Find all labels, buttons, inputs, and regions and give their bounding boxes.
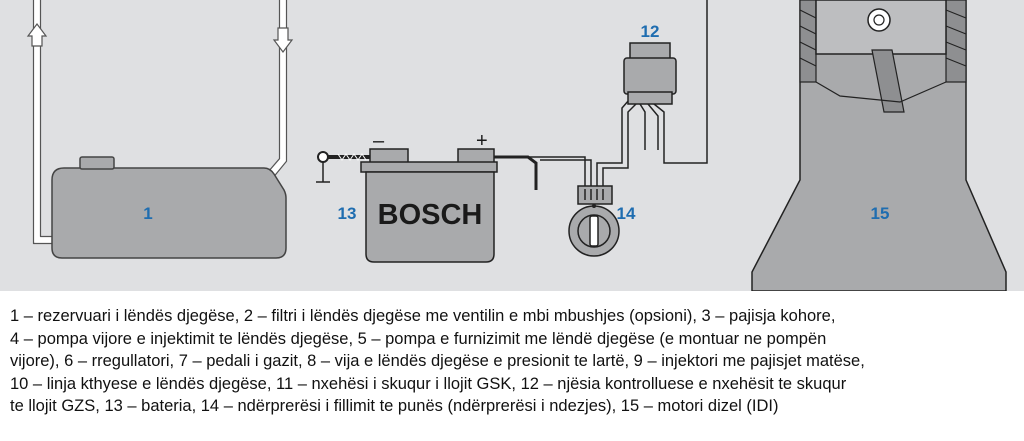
- battery: – + BOSCH 13: [316, 130, 538, 263]
- label-switch: 14: [617, 204, 636, 223]
- flow-arrow-up-icon: [26, 23, 48, 47]
- ground-terminal-icon: [317, 151, 329, 163]
- label-engine: 15: [871, 204, 890, 223]
- legend-line-3: vijore), 6 – rregullatori, 7 – pedali i …: [10, 352, 865, 370]
- key-slot-icon: [589, 215, 599, 247]
- legend-line-1: 1 – rezervuari i lëndës djegëse, 2 – fil…: [10, 307, 836, 325]
- battery-brand: BOSCH: [378, 199, 483, 231]
- diesel-engine: 15: [751, 0, 1007, 291]
- fuel-supply-line: [33, 0, 56, 244]
- glow-plug-system-diagram: 1 – + BOSCH 13: [26, 0, 1007, 291]
- legend-line-2: 4 – pompa vijore e injektimit te lëndës …: [10, 329, 827, 348]
- ignition-switch: 14: [568, 185, 636, 257]
- label-relay: 12: [641, 22, 660, 41]
- legend-line-4: 10 – linja kthyese e lëndës djegëse, 11 …: [10, 374, 847, 393]
- positive-cable: [494, 155, 538, 190]
- label-tank: 1: [143, 204, 152, 223]
- label-battery: 13: [338, 204, 357, 223]
- flow-arrow-down-icon: [272, 27, 294, 53]
- wiring-harness: [510, 0, 708, 186]
- minus-sign: –: [373, 130, 385, 152]
- legend-caption: 1 – rezervuari i lëndës djegëse, 2 – fil…: [10, 305, 1018, 418]
- glow-control-unit: 12: [623, 22, 677, 105]
- connecting-rod: [871, 49, 905, 113]
- fuel-tank: 1: [51, 156, 287, 259]
- legend-line-5: te llojit GZS, 13 – bateria, 14 – ndërpr…: [10, 397, 779, 415]
- filler-cap: [79, 156, 115, 170]
- plus-sign: +: [476, 130, 488, 152]
